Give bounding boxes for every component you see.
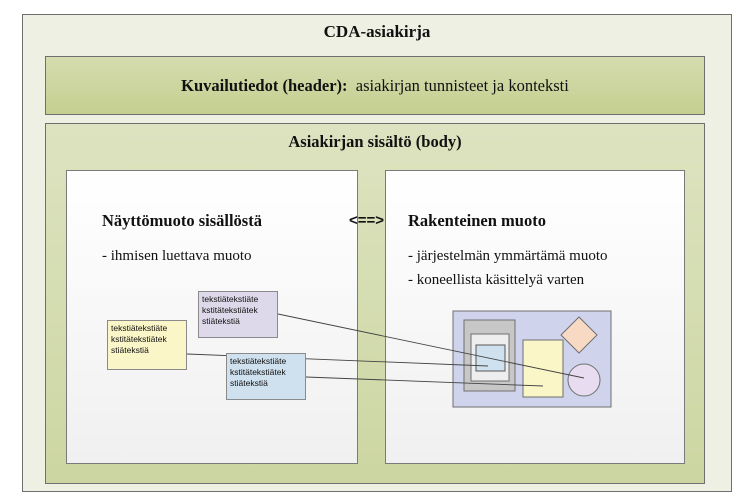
text-note-yellow: tekstiätekstiäte kstitätekstiätek stiäte… [107,320,187,370]
document-title: CDA-asiakirja [323,22,431,41]
body-section-title: Asiakirjan sisältö (body) [288,132,462,151]
text-note-purple: tekstiätekstiäte kstitätekstiätek stiäte… [198,291,278,338]
text-note-blue: tekstiätekstiäte kstitätekstiätek stiäte… [226,353,306,400]
structured-form-point: - järjestelmän ymmärtämä muoto [408,248,608,264]
display-form-point: - ihmisen luettava muoto [102,248,252,264]
header-section-text: Kuvailutiedot (header): asiakirjan tunni… [45,76,705,96]
bidirectional-arrow: <==> [349,212,385,229]
header-label: Kuvailutiedot (header): [181,76,348,95]
structured-form-title: Rakenteinen muoto [408,211,546,230]
header-section [45,56,705,115]
header-description: asiakirjan tunnisteet ja konteksti [355,76,569,95]
display-form-title: Näyttömuoto sisällöstä [102,211,262,230]
structured-form-point: - koneellista käsittelyä varten [408,272,585,288]
